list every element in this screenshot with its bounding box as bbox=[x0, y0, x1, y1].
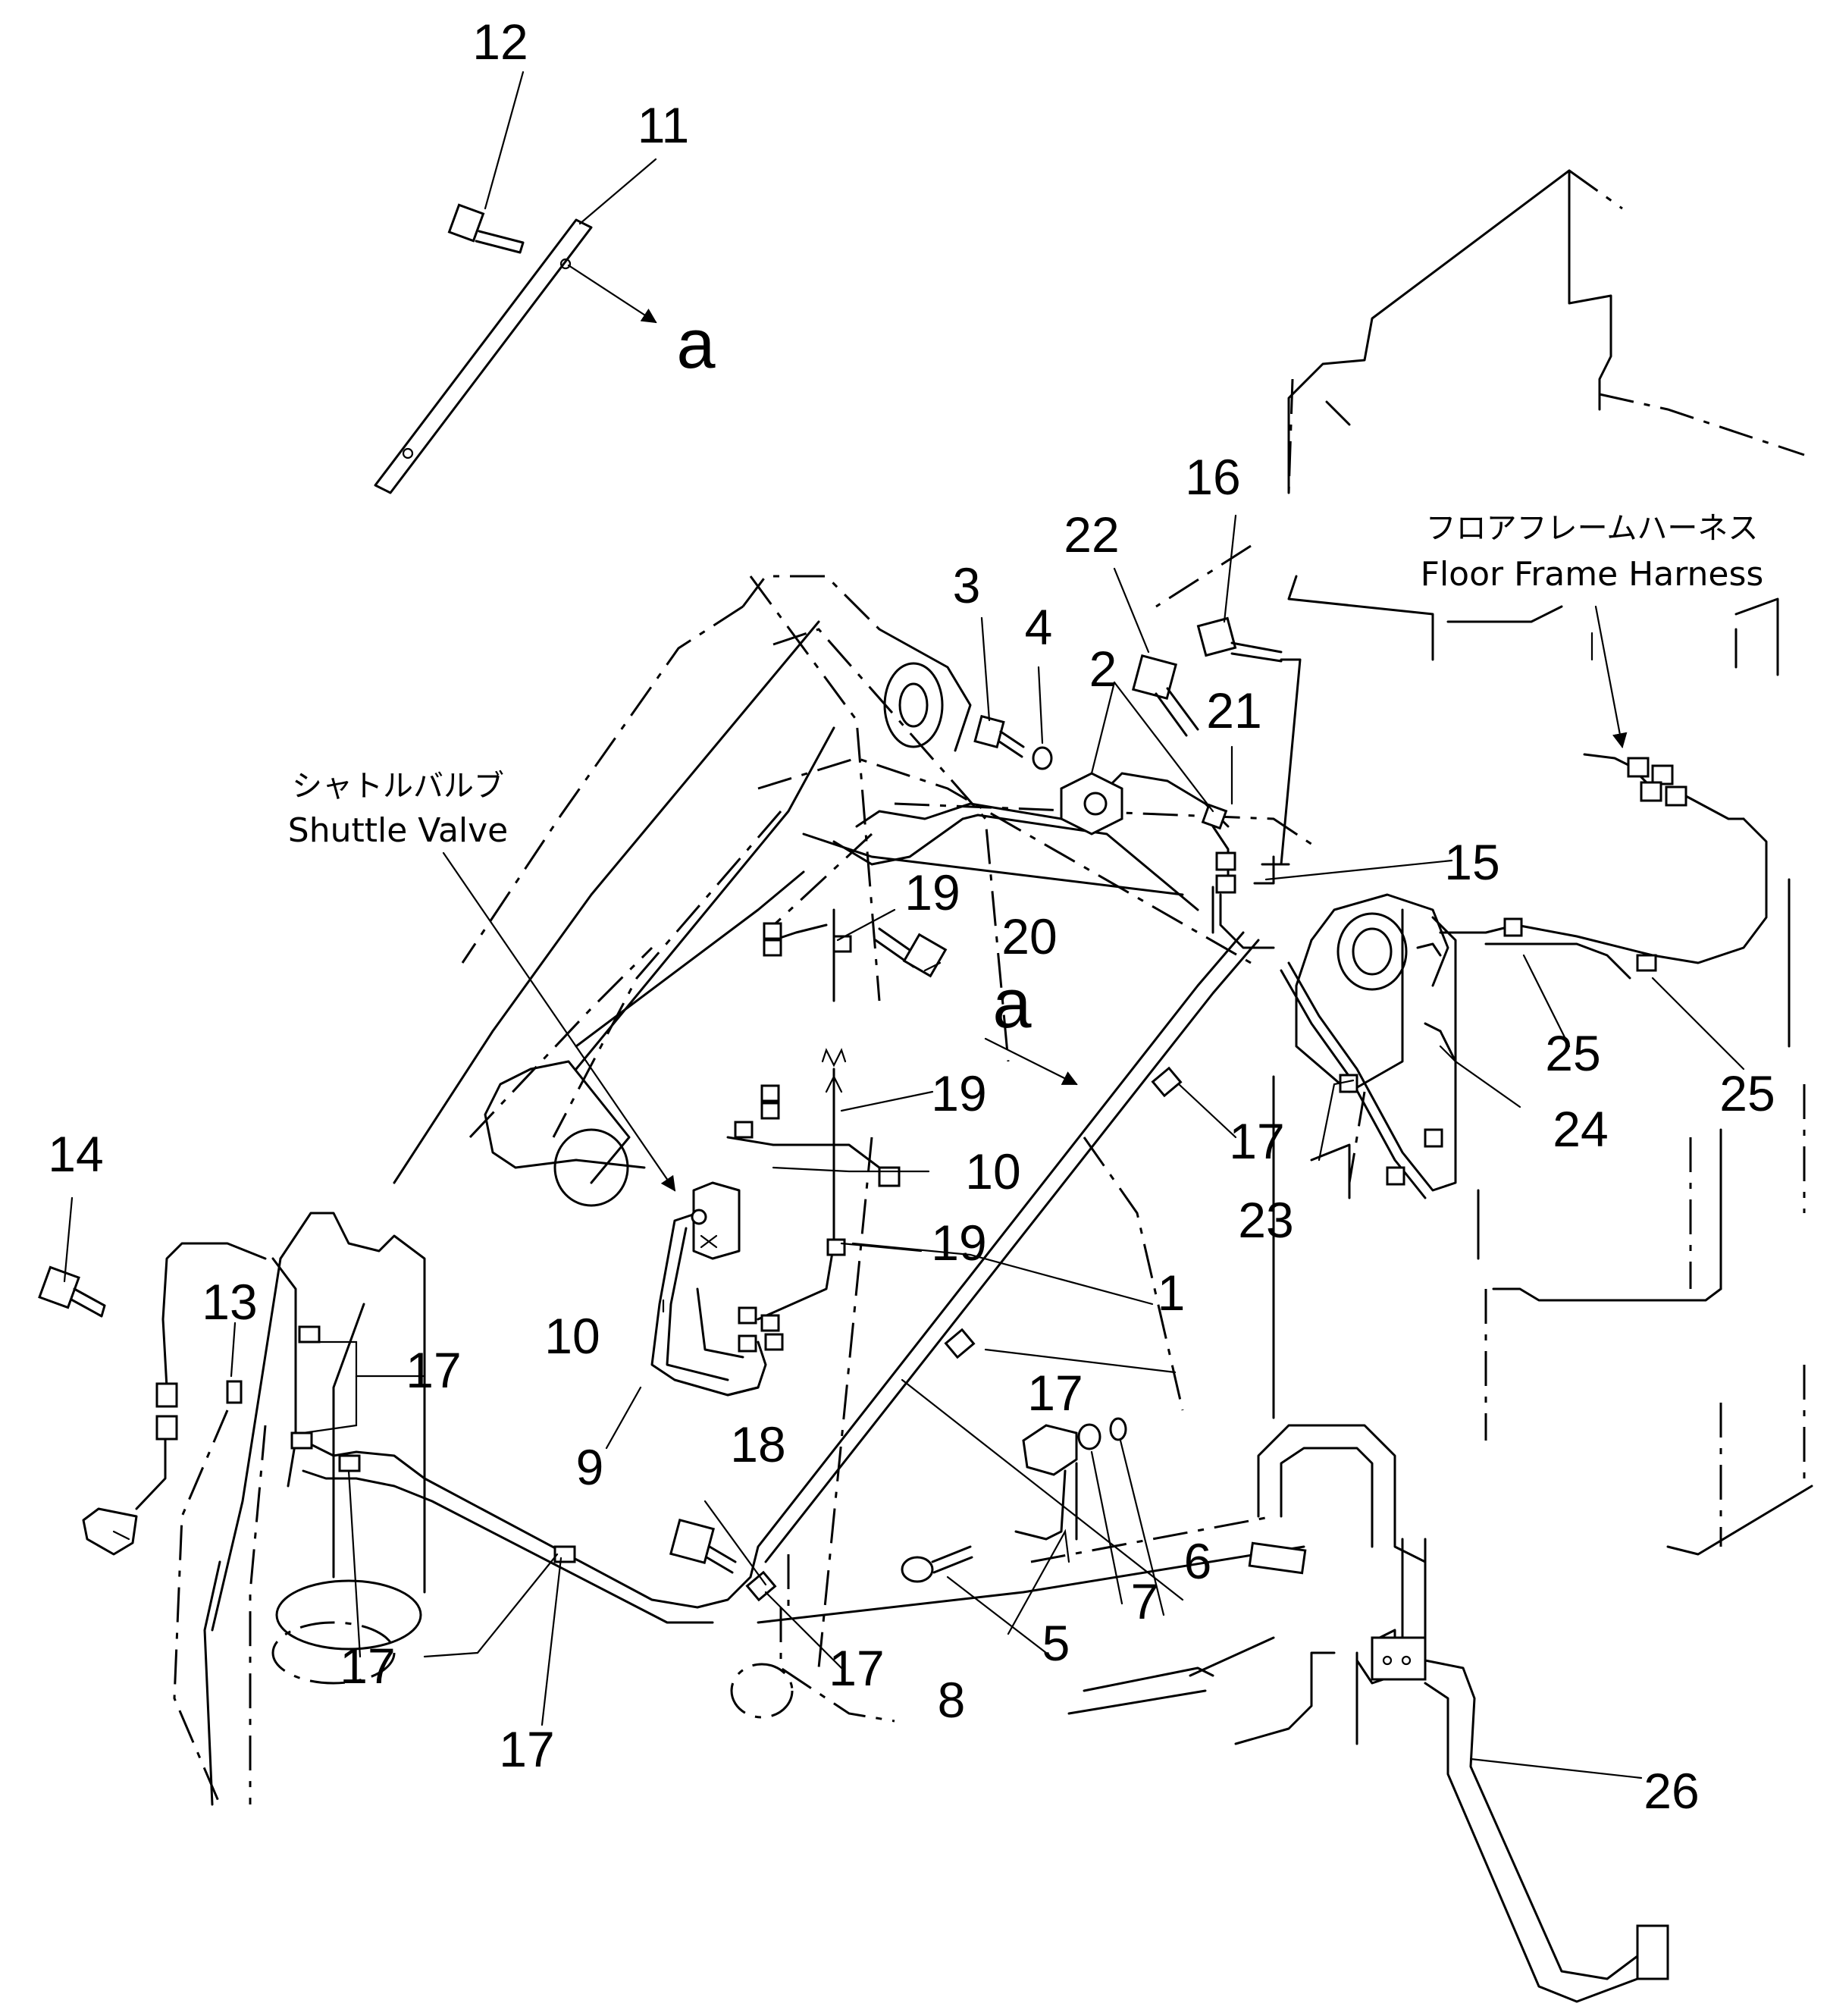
callout-12: 12 bbox=[472, 14, 528, 70]
harness-left bbox=[82, 1242, 714, 1624]
callout-17-bottom: 17 bbox=[499, 1721, 554, 1777]
callout-21: 21 bbox=[1206, 682, 1261, 738]
callout-17-left: 17 bbox=[406, 1342, 461, 1398]
bolt-item-18 bbox=[669, 1518, 737, 1574]
leader-lines bbox=[63, 71, 1745, 1779]
callout-1: 1 bbox=[1158, 1265, 1186, 1321]
callout-15: 15 bbox=[1444, 834, 1499, 890]
shuttle-valve-label-en: Shuttle Valve bbox=[288, 811, 508, 850]
bolt-item-12 bbox=[447, 203, 525, 254]
callout-labels: 12 11 16 22 3 4 2 21 15 19 20 19 25 25 2… bbox=[48, 14, 1775, 1819]
callout-18: 18 bbox=[730, 1416, 785, 1472]
callout-8: 8 bbox=[938, 1672, 966, 1728]
callout-2: 2 bbox=[1089, 641, 1117, 697]
callout-26: 26 bbox=[1644, 1763, 1699, 1819]
cab-frame bbox=[1155, 169, 1813, 1556]
captions: シャトルバルブ Shuttle Valve フロアフレームハーネス Floor … bbox=[288, 511, 1764, 850]
harness-right bbox=[1280, 753, 1768, 1199]
floor-harness-label-jp: フロアフレームハーネス bbox=[1426, 511, 1759, 546]
view-marker-a-top: a bbox=[676, 306, 716, 383]
callout-19-low: 19 bbox=[931, 1215, 986, 1271]
pipe-item-26 bbox=[1067, 1538, 1669, 2003]
callout-10-right: 10 bbox=[965, 1143, 1020, 1199]
callout-20: 20 bbox=[1001, 908, 1057, 964]
callout-3: 3 bbox=[953, 557, 981, 613]
harness-top bbox=[973, 616, 1302, 894]
frame-structure bbox=[173, 575, 1457, 1806]
callout-23: 23 bbox=[1238, 1192, 1293, 1248]
callout-17-center: 17 bbox=[1027, 1365, 1083, 1421]
callout-19-top: 19 bbox=[904, 864, 960, 920]
harness-item-1 bbox=[696, 886, 1275, 1609]
bolt-item-20 bbox=[874, 927, 948, 978]
boom-outline bbox=[468, 575, 1487, 1677]
callout-16: 16 bbox=[1185, 449, 1240, 505]
callout-4: 4 bbox=[1025, 599, 1053, 655]
callout-17-lower-right: 17 bbox=[829, 1640, 884, 1696]
callout-24: 24 bbox=[1553, 1101, 1608, 1157]
callout-13: 13 bbox=[202, 1274, 257, 1330]
view-marker-a-mid: a bbox=[992, 965, 1032, 1042]
callout-11: 11 bbox=[638, 97, 690, 153]
bracket-item-11 bbox=[374, 218, 593, 494]
callout-25-right: 25 bbox=[1719, 1065, 1775, 1121]
callout-25-left: 25 bbox=[1545, 1025, 1600, 1081]
callout-22: 22 bbox=[1064, 506, 1119, 563]
callout-5: 5 bbox=[1042, 1615, 1070, 1671]
bolt-item-14 bbox=[38, 1265, 106, 1318]
hose-items-5-8 bbox=[901, 1417, 1127, 1583]
shuttle-valve-label-jp: シャトルバルブ bbox=[292, 769, 504, 804]
harness-item-9 bbox=[650, 908, 901, 1397]
callout-9: 9 bbox=[576, 1439, 604, 1495]
callout-17-top: 17 bbox=[1229, 1113, 1284, 1169]
floor-harness-label-en: Floor Frame Harness bbox=[1421, 555, 1764, 594]
callout-17-lower-left: 17 bbox=[340, 1638, 395, 1694]
callout-7: 7 bbox=[1131, 1573, 1159, 1629]
callout-19-mid: 19 bbox=[931, 1065, 986, 1121]
callout-6: 6 bbox=[1184, 1533, 1212, 1589]
callout-10-left: 10 bbox=[544, 1308, 600, 1364]
callout-14: 14 bbox=[48, 1126, 103, 1182]
